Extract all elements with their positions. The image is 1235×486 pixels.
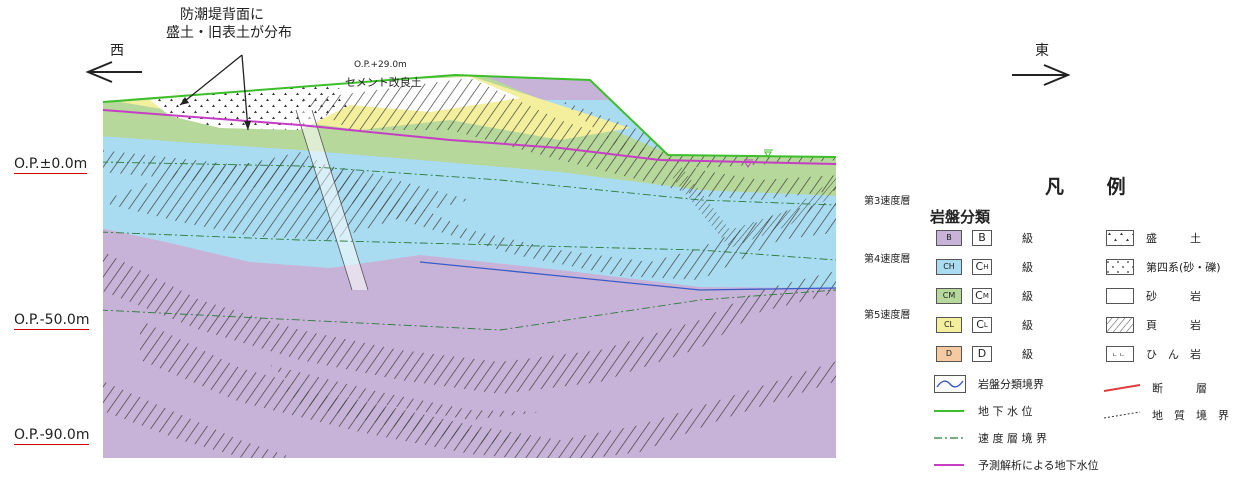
legend-row-d: D D 級 [936,344,1033,363]
sandstone-pattern-icon [1106,287,1134,304]
elevation-minus90: O.P.-90.0m [14,427,90,445]
rock-type-shale-label: 頁 岩 [1146,318,1201,332]
legend-row-boundary: 岩盤分類境界 [934,374,1099,393]
predicted-groundwater-sample [934,463,964,466]
swatch-cl: CL [936,316,962,333]
predicted-groundwater-line [102,109,837,165]
class-d-suffix: 級 [1022,347,1033,361]
rock-type-sandstone-label: 砂 岩 [1146,289,1201,303]
legend-row-predicted: 予測解析による地下水位 [934,455,1099,474]
rock-type-porphyrite-label: ひ ん 岩 [1146,347,1201,361]
rock-boundary-label: 岩盤分類境界 [978,377,1044,391]
rock-type-fill-label: 盛 土 [1146,231,1201,245]
class-ch-suffix: 級 [1022,260,1033,274]
class-b-suffix: 級 [1022,231,1033,245]
legend-row-b: B B 級 [936,228,1033,247]
geo-boundary-sample [1104,411,1140,418]
cement-improved-soil-label: セメント改良土 [345,76,422,89]
legend-row-fault: 断 層 [1104,378,1229,397]
porphyrite-pattern-icon: ㄴ ㄴ [1106,345,1134,362]
class-b-letter: B [972,229,992,246]
water-level-marker [744,149,773,168]
groundwater-label: 地 下 水 位 [978,404,1033,418]
line-legend-right: 断 層 地 質 境 界 [1104,378,1229,424]
fault-sample [1104,383,1140,392]
quaternary-pattern-icon [1106,258,1134,275]
legend-row-quaternary: 第四系(砂・礫) [1106,257,1221,276]
rock-boundary-icon [934,374,966,393]
legend-row-porphyrite: ㄴ ㄴ ひ ん 岩 [1106,344,1221,363]
fill-pattern-icon [1106,229,1134,246]
velocity-boundary-sample [934,436,964,439]
fault-label: 断 層 [1152,381,1207,395]
predicted-groundwater-label: 予測解析による地下水位 [978,458,1099,472]
west-label: 西 [110,43,124,59]
legend-row-fill: 盛 土 [1106,228,1221,247]
velocity-boundary-label: 速 度 層 境 界 [978,431,1047,445]
elevation-0: O.P.±0.0m [14,156,88,174]
elevation-minus50: O.P.-50.0m [14,312,90,330]
swatch-cm: CM [936,287,962,304]
legend-row-sandstone: 砂 岩 [1106,286,1221,305]
legend-title: 凡 例 [1045,176,1144,198]
velocity-layer-3: 第3速度層 [864,196,911,207]
velocity-layer-5: 第5速度層 [864,310,911,321]
swatch-b: B [936,229,962,246]
svg-text:ㄴ ㄴ: ㄴ ㄴ [1112,352,1125,359]
line-legend: 岩盤分類境界 地 下 水 位 速 度 層 境 界 予測解析による地下水位 [934,374,1099,474]
groundwater-line [102,73,837,158]
shale-pattern-icon [1106,316,1134,333]
rock-type-quaternary-label: 第四系(砂・礫) [1146,260,1221,274]
west-arrow [85,61,142,83]
geo-boundary-label: 地 質 境 界 [1152,408,1229,422]
class-d-letter: D [972,345,992,362]
class-cm-suffix: 級 [1022,289,1033,303]
annotation-note-line2: 盛土・旧表土が分布 [166,25,292,41]
legend-row-velocity: 速 度 層 境 界 [934,428,1099,447]
top-elevation-label: O.P.+29.0m [354,60,407,70]
rock-classification-title: 岩盤分類 [930,208,991,226]
velocity-layer-4: 第4速度層 [864,254,911,265]
annotation-note-line1: 防潮堤背面に [180,7,264,23]
class-cl-suffix: 級 [1022,318,1033,332]
legend-row-geo-boundary: 地 質 境 界 [1104,405,1229,424]
east-label: 東 [1035,43,1049,59]
east-arrow [1012,64,1071,86]
rock-type-legend: 盛 土 第四系(砂・礫) 砂 岩 頁 岩 ㄴ ㄴ ひ ん 岩 [1106,228,1221,363]
swatch-ch: CH [936,258,962,275]
groundwater-sample [934,409,964,412]
legend-row-groundwater: 地 下 水 位 [934,401,1099,420]
legend-row-shale: 頁 岩 [1106,315,1221,334]
swatch-d: D [936,345,962,362]
